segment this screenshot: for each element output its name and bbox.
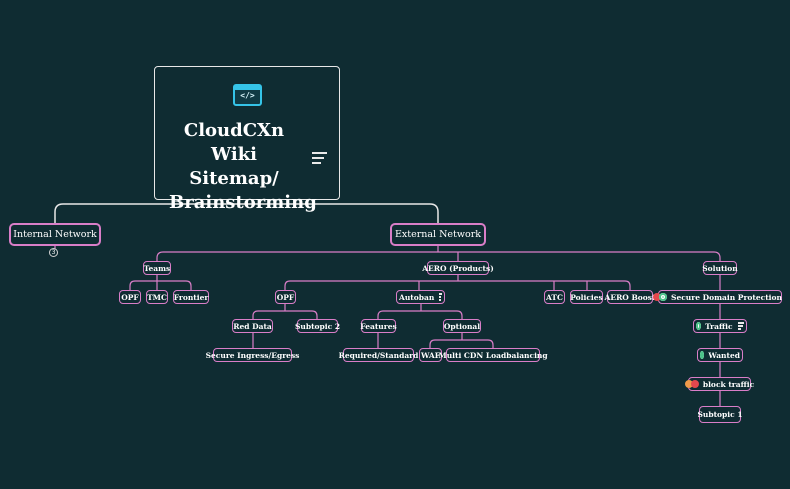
topic-autoban[interactable]: Autoban (396, 290, 445, 304)
green-marker-icon (696, 322, 702, 330)
notes-icon[interactable] (439, 292, 442, 303)
topic-internal-network[interactable]: Internal Network (9, 223, 101, 246)
topic-solution[interactable]: Solution (702, 261, 738, 275)
root-title: CloudCXn Wiki Sitemap/ Brainstorming (169, 120, 317, 213)
green-marker-icon (700, 351, 705, 359)
collapsed-count-badge[interactable]: 3 (49, 248, 58, 257)
topic-teams[interactable]: Teams (143, 261, 171, 275)
topic-aero-boost[interactable]: AERO Boost (605, 290, 655, 304)
topic-wanted[interactable]: Wanted (697, 348, 743, 362)
topic-required-standard[interactable]: Required/Standard (339, 348, 418, 362)
priority-markers-icon (684, 380, 699, 388)
topic-optional[interactable]: Optional (443, 319, 481, 333)
topic-subtopic-2[interactable]: Subtopic 2 (295, 319, 340, 333)
topic-secure-ingress-egress[interactable]: Secure Ingress/Egress (206, 348, 299, 362)
topic-teams-tmc[interactable]: TMC (146, 290, 168, 304)
topic-teams-frontier[interactable]: Frontier (173, 290, 209, 304)
topic-red-data[interactable]: Red Data (232, 319, 273, 333)
topic-traffic[interactable]: Traffic (693, 319, 747, 333)
topic-external-network[interactable]: External Network (390, 223, 486, 246)
priority-markers-icon (653, 293, 668, 301)
code-icon: </> (233, 84, 262, 106)
topic-aero-opf[interactable]: OPF (275, 290, 296, 304)
topic-atc[interactable]: ATC (544, 290, 565, 304)
topic-teams-opf[interactable]: OPF (119, 290, 141, 304)
notes-icon[interactable] (312, 149, 327, 167)
topic-block-traffic[interactable]: block traffic (684, 377, 754, 391)
topic-waf[interactable]: WAF (419, 348, 442, 362)
topic-aero-products[interactable]: AERO (Products) (422, 261, 494, 275)
notes-icon[interactable] (737, 321, 744, 332)
topic-subtopic-1[interactable]: Subtopic 1 (697, 406, 743, 423)
root-topic[interactable]: </> CloudCXn Wiki Sitemap/ Brainstorming (154, 66, 340, 213)
topic-policies[interactable]: Policies (570, 290, 603, 304)
topic-multi-cdn-loadbalancing[interactable]: Multi CDN Loadbalancing (438, 348, 548, 362)
topic-features[interactable]: Features (360, 319, 397, 333)
topic-secure-domain-protection[interactable]: Secure Domain Protection (653, 290, 782, 304)
